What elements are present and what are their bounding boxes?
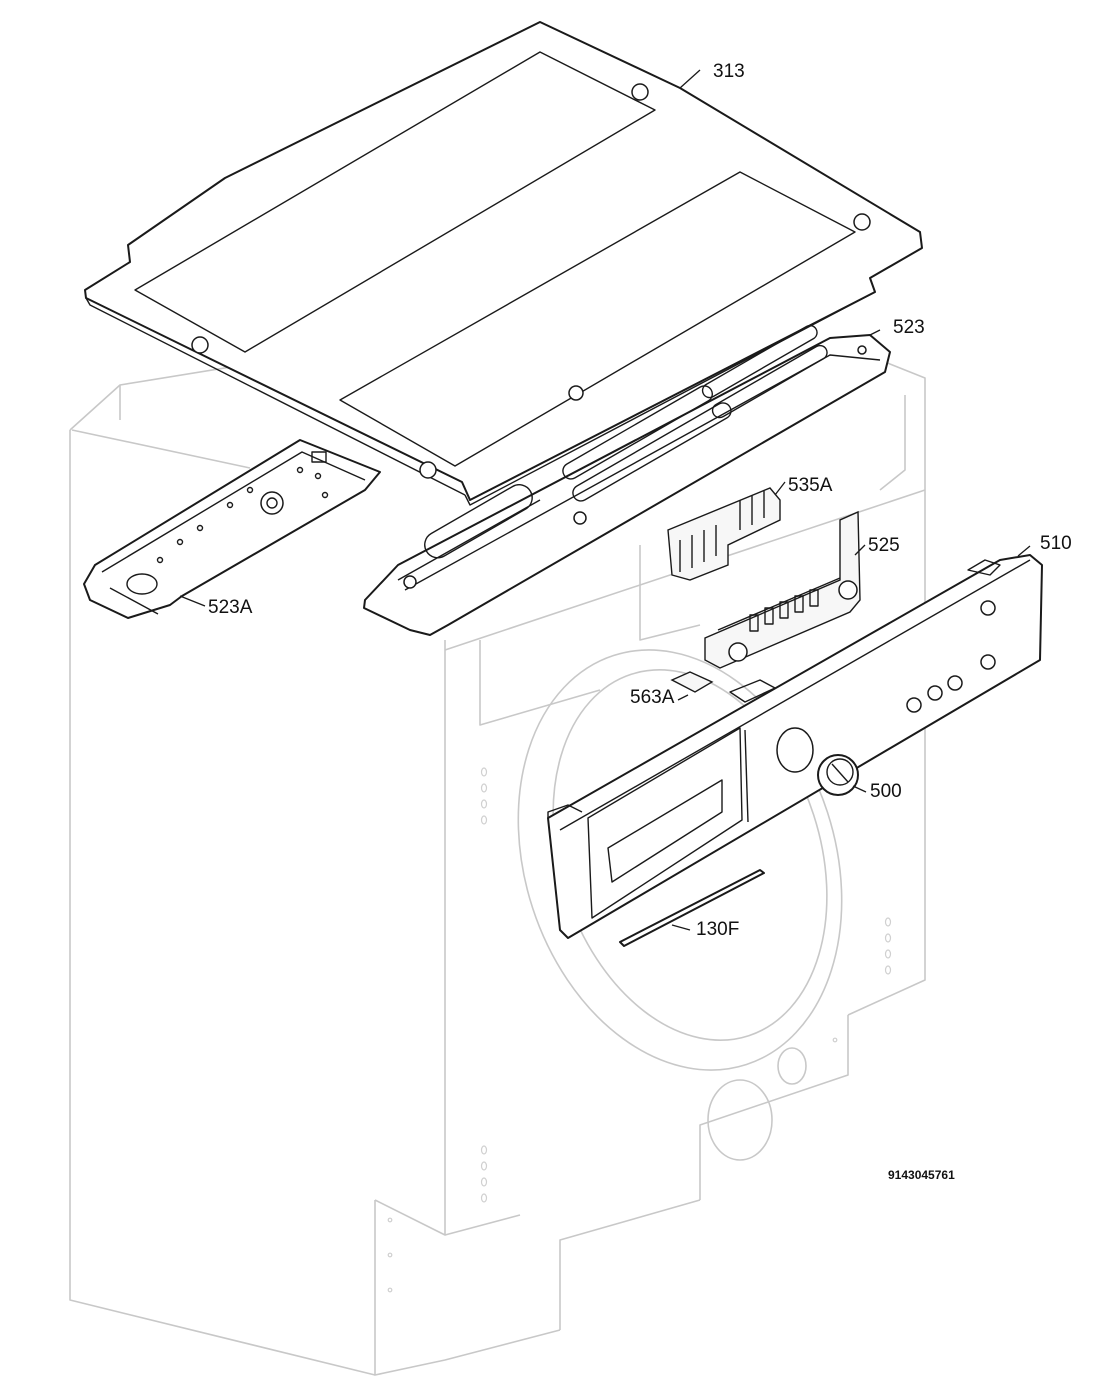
callout-523A: 523A [208, 597, 253, 618]
callout-535A: 535A [788, 475, 833, 496]
callout-500: 500 [870, 781, 902, 802]
callout-523: 523 [893, 317, 925, 338]
callout-510: 510 [1040, 533, 1072, 554]
callout-313: 313 [713, 61, 745, 82]
control-panel-510 [547, 554, 1043, 939]
connector-535A [667, 487, 781, 581]
callout-525: 525 [868, 535, 900, 556]
callout-130F: 130F [696, 919, 740, 940]
document-number: 9143045761 [888, 1168, 955, 1182]
seal-strip-130F [619, 869, 765, 947]
control-board-525 [704, 510, 861, 669]
callout-563A: 563A [630, 687, 675, 708]
right-rail-523 [363, 324, 891, 636]
left-rail-523A [83, 439, 381, 619]
top-cover-313 [84, 21, 923, 506]
knob-500 [817, 754, 859, 796]
leader-lines [179, 69, 1031, 931]
